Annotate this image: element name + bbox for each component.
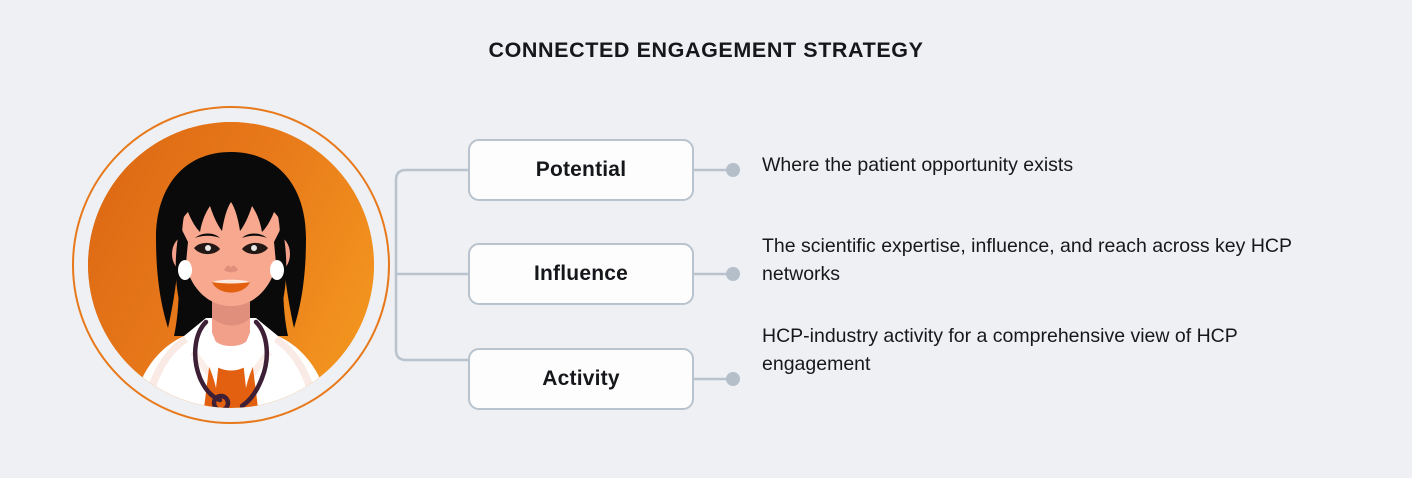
connector-dot-3 [726, 372, 740, 386]
pillar-card-activity[interactable]: Activity [468, 348, 694, 410]
connector-dot-1 [726, 163, 740, 177]
connector-dot-2 [726, 267, 740, 281]
pillar-label-potential: Potential [535, 158, 627, 181]
pillar-description-influence: The scientific expertise, influence, and… [762, 235, 1292, 285]
pillar-card-influence[interactable]: Influence [468, 243, 694, 305]
avatar [72, 106, 390, 424]
connector-trunk [394, 168, 468, 362]
pillar-description-activity: HCP-industry activity for a comprehensiv… [762, 325, 1238, 375]
pillar-description-potential: Where the patient opportunity exists [762, 154, 1074, 176]
page-title: CONNECTED ENGAGEMENT STRATEGY [488, 38, 924, 62]
avatar-outer-ring [72, 106, 390, 424]
pillar-label-influence: Influence [534, 262, 628, 285]
pillar-card-potential[interactable]: Potential [468, 139, 694, 201]
pillar-label-activity: Activity [542, 367, 620, 390]
avatar-disc [88, 122, 374, 408]
female-doctor-illustration [88, 122, 374, 408]
